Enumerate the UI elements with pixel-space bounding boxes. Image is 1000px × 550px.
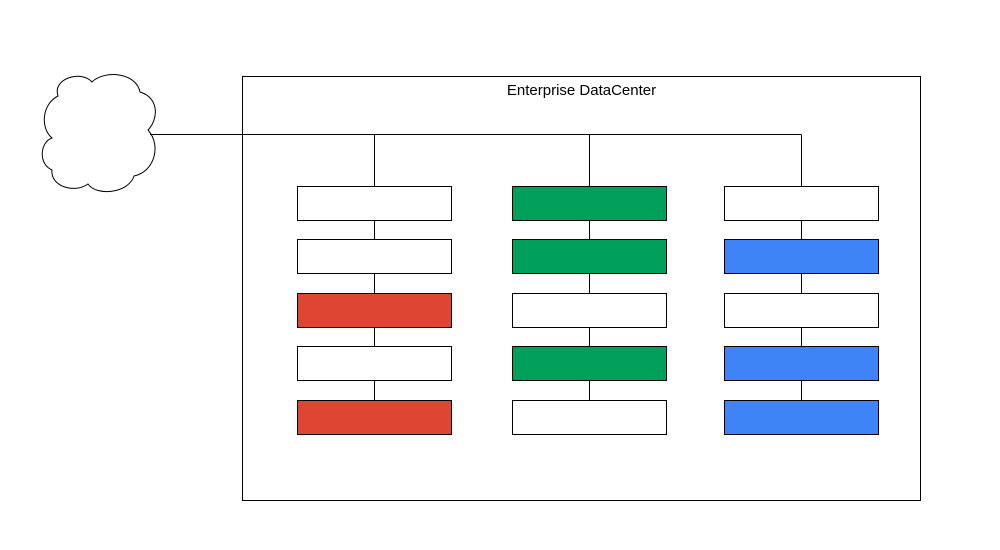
rack-left-server-3 (297, 293, 452, 328)
rack-right-server-4 (724, 346, 879, 381)
rack-right-server-1 (724, 186, 879, 221)
rack-middle-server-5 (512, 400, 667, 435)
datacenter-boundary (242, 76, 921, 501)
rack-left-server-1 (297, 186, 452, 221)
rack-left-server-5 (297, 400, 452, 435)
server-racks (297, 134, 879, 435)
rack-right-server-5 (724, 400, 879, 435)
rack-middle-server-3 (512, 293, 667, 328)
rack-middle-server-4 (512, 346, 667, 381)
rack-middle-server-1 (512, 186, 667, 221)
rack-middle-server-2 (512, 239, 667, 274)
rack-left-server-4 (297, 346, 452, 381)
datacenter-title: Enterprise DataCenter (506, 82, 657, 99)
rack-left-server-2 (297, 239, 452, 274)
rack-right-server-2 (724, 239, 879, 274)
cloud-icon (41, 74, 156, 193)
rack-right-server-3 (724, 293, 879, 328)
